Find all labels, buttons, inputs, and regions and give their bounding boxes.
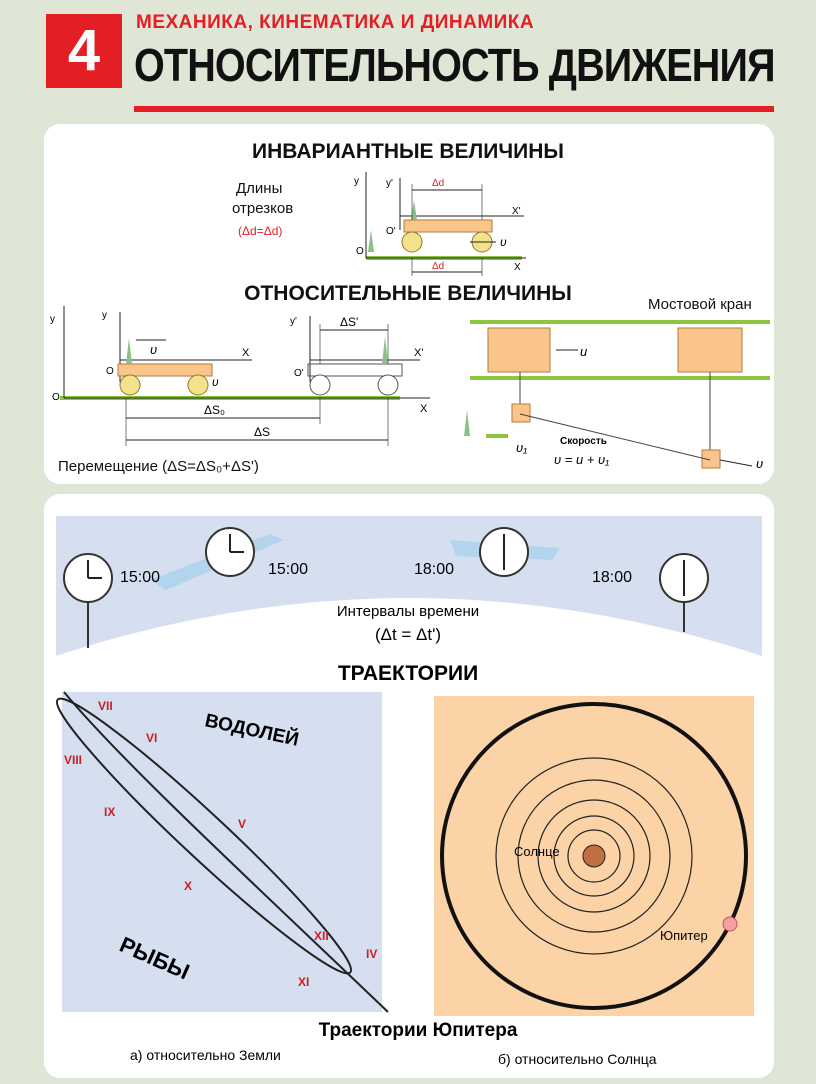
rel-y-prime: y'	[290, 316, 297, 327]
cart-velocity: υ	[150, 342, 157, 357]
trajectories-caption: Траектории Юпитера	[319, 1020, 518, 1041]
rel-origin: O	[52, 392, 60, 403]
invariant-y-prime: y'	[386, 178, 393, 189]
length-label-1: Длины	[236, 180, 283, 197]
chapter-number-badge: 4	[46, 14, 122, 88]
subject-heading: МЕХАНИКА, КИНЕМАТИКА И ДИНАМИКА	[136, 12, 535, 33]
invariant-x-prime: X'	[512, 206, 521, 217]
interval-formula: (Δt = Δt')	[375, 625, 441, 644]
chapter-number: 4	[67, 18, 101, 83]
earth-caption: а) относительно Земли	[130, 1047, 281, 1063]
month-vii: VII	[98, 699, 113, 713]
month-ix: IX	[104, 805, 115, 819]
sun-trajectory: Солнце Юпитер	[434, 696, 754, 1016]
month-iv: IV	[366, 947, 377, 961]
month-xii: XII	[314, 929, 329, 943]
displacement-label: Перемещение (ΔS=ΔS₀+ΔS')	[58, 458, 259, 475]
month-x: X	[184, 879, 192, 893]
crane-u: u	[580, 344, 587, 359]
month-viii: VIII	[64, 753, 82, 767]
page-title: ОТНОСИТЕЛЬНОСТЬ ДВИЖЕНИЯ	[134, 39, 776, 91]
relative-cart-diagram: ΔS' ΔS₀ ΔS υ y y y' O O O' X X' X υ	[50, 306, 430, 446]
rel-x: X	[420, 403, 428, 415]
invariant-heading: ИНВАРИАНТНЫЕ ВЕЛИЧИНЫ	[252, 140, 564, 163]
earth-trajectory: ВОДОЛЕЙ РЫБЫ VII VI VIII IX V X XII IV X…	[55, 691, 389, 1013]
cart-velocity-2: υ	[212, 375, 219, 389]
relativity-panel	[44, 124, 774, 484]
clocks	[63, 527, 709, 648]
month-vi: VI	[146, 731, 157, 745]
invariant-origin: O	[356, 246, 364, 257]
invariant-velocity: υ	[500, 235, 507, 249]
delta-s: ΔS	[254, 425, 270, 439]
crane-diagram: u υ₁ υ Скорость υ = u + υ₁	[464, 320, 770, 471]
rel-x-prime: X'	[414, 347, 423, 359]
delta-s-prime: ΔS'	[340, 315, 358, 329]
invariant-y: y	[354, 176, 359, 187]
trajectories-heading: ТРАЕКТОРИИ	[338, 662, 478, 685]
sun-caption: б) относительно Солнца	[498, 1051, 657, 1067]
rel-origin-cart: O	[106, 366, 114, 377]
speed-formula: υ = u + υ₁	[554, 452, 609, 467]
length-label-2: отрезков	[232, 200, 294, 217]
time-2: 15:00	[268, 561, 308, 578]
time-1: 15:00	[120, 569, 160, 586]
rel-y-cart: y	[102, 310, 107, 321]
invariant-origin-prime: O'	[386, 226, 396, 237]
sun-label: Солнце	[514, 844, 560, 859]
time-3: 18:00	[414, 561, 454, 578]
length-formula: (Δd=Δd)	[238, 224, 283, 238]
delta-d-top: Δd	[432, 178, 444, 189]
crane-label: Мостовой кран	[648, 296, 752, 313]
speed-label: Скорость	[560, 436, 607, 447]
delta-s-zero: ΔS₀	[204, 403, 225, 417]
title-underline	[134, 106, 774, 112]
interval-label: Интервалы времени	[337, 603, 479, 620]
delta-d-bottom: Δd	[432, 261, 444, 272]
rel-origin-prime: O'	[294, 368, 304, 379]
crane-v: υ	[756, 456, 763, 471]
rel-x-cart: X	[242, 347, 250, 359]
crane-v1: υ₁	[516, 440, 527, 455]
month-v: V	[238, 817, 246, 831]
relative-heading: ОТНОСИТЕЛЬНЫЕ ВЕЛИЧИНЫ	[244, 282, 572, 305]
jupiter-label: Юпитер	[660, 928, 708, 943]
month-xi: XI	[298, 975, 309, 989]
rel-y: y	[50, 314, 55, 325]
invariant-diagram: Δd Δd υ y y' O O' X' X	[354, 172, 526, 276]
invariant-x: X	[514, 262, 521, 273]
time-4: 18:00	[592, 569, 632, 586]
